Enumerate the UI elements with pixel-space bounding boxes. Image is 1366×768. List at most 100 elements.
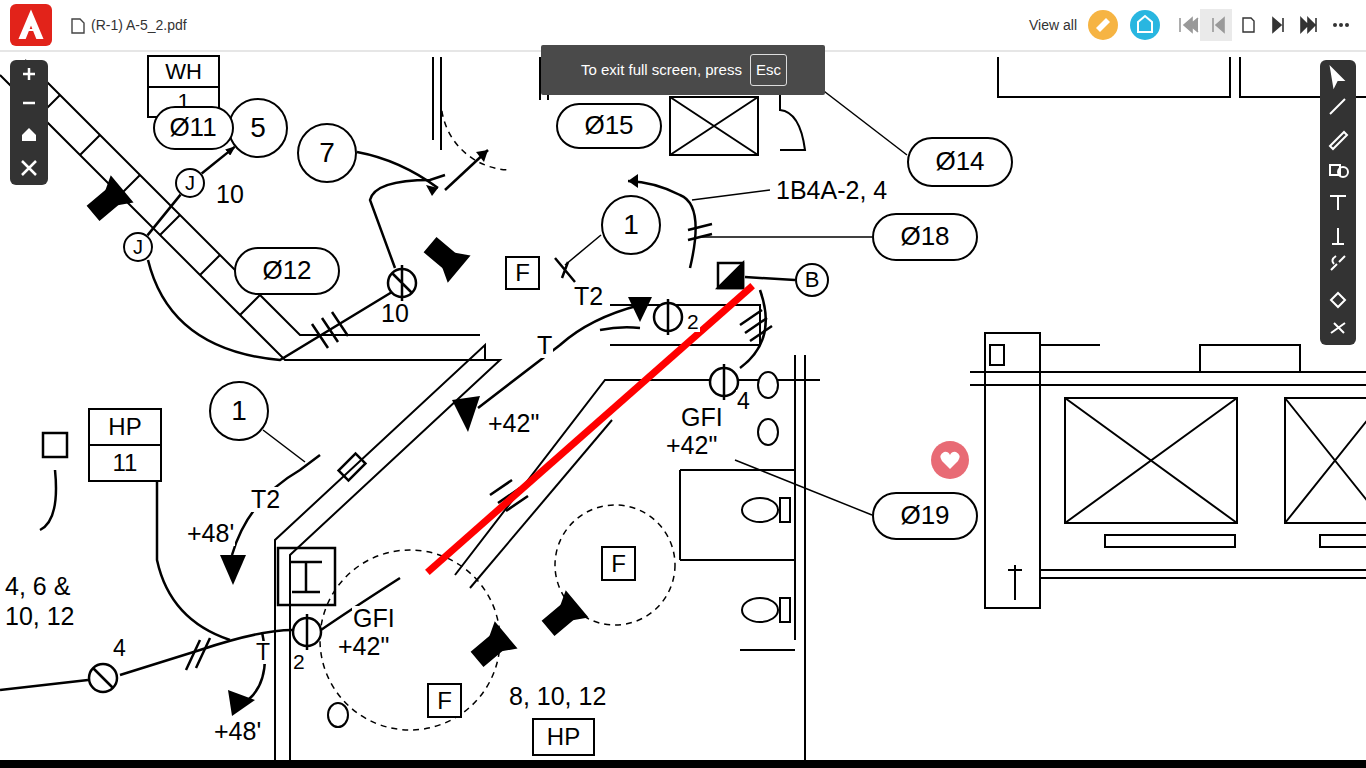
text-cell: 1: [211, 383, 267, 439]
node-text: Ø15: [584, 112, 633, 139]
camera-symbol: [84, 177, 132, 225]
device-symbol: [555, 258, 575, 282]
wall: [1285, 398, 1366, 523]
leader-line: [700, 236, 872, 238]
home-run-wire: [0, 150, 795, 700]
wall: [290, 360, 500, 768]
device-tag: GFI: [680, 405, 724, 430]
device-symbol: [278, 548, 335, 605]
circuit-number: 10: [380, 301, 410, 326]
device-tag: T2: [573, 284, 604, 309]
mounting-height: +48': [213, 719, 262, 744]
wall: [990, 345, 1004, 365]
arrowhead: [476, 150, 488, 162]
wall: [1065, 398, 1237, 523]
node-text: F: [611, 551, 626, 576]
toolbar-button: View all: [1028, 18, 1078, 32]
room-tag: Ø14: [907, 137, 1013, 187]
annotation-panel: [1332, 228, 1344, 244]
data-outlet-symbol: [228, 690, 255, 716]
plumbing-fixture: [742, 598, 778, 622]
text-cell: F: [603, 548, 634, 579]
room-tag: Ø11: [153, 106, 234, 150]
camera-symbol: [486, 623, 516, 655]
device-tag: T2: [250, 487, 281, 512]
device-symbol: [290, 562, 322, 592]
device-tag: T: [255, 641, 271, 664]
home-run-wire: [186, 638, 210, 670]
home-run-wire: [745, 277, 795, 280]
circuit-number: 2: [292, 651, 306, 672]
door-swing: [555, 505, 675, 625]
viewer-toolbar: [1273, 18, 1283, 32]
wall: [795, 355, 805, 768]
fire-device: F: [427, 683, 462, 718]
annotation-panel: [1330, 196, 1346, 210]
camera-symbol: [84, 177, 587, 671]
camera-symbol: [439, 248, 469, 280]
light-fixture: [723, 364, 726, 400]
wall: [1040, 570, 1366, 578]
home-run-wire: [0, 680, 88, 690]
wall: [470, 420, 612, 588]
node-text: Ø14: [935, 148, 984, 175]
wall: [610, 305, 760, 345]
arrowhead: [426, 185, 438, 196]
node-text: Ø18: [900, 223, 949, 250]
text-cell: Ø12: [236, 249, 338, 293]
node-text: J: [133, 237, 143, 258]
viewer-toolbar: [1243, 18, 1254, 32]
plumbing-fixture: [780, 598, 790, 622]
viewer-toolbar: [1345, 23, 1349, 27]
leader-line: [263, 65, 907, 515]
annotation-panel: [1320, 60, 1356, 345]
node-text: HP: [547, 724, 580, 749]
wall: [1008, 565, 1022, 600]
screen-edge: [0, 760, 1366, 768]
key-cap: Esc: [750, 54, 787, 86]
home-run-wire: [40, 470, 56, 530]
viewer-toolbar: [1301, 18, 1316, 32]
text-cell: F: [429, 685, 460, 716]
leader-line: [263, 430, 305, 462]
node-text: 5: [250, 113, 266, 142]
callout-number: 7: [297, 123, 357, 183]
wall: [970, 372, 1366, 385]
text-cell: F: [507, 258, 538, 288]
zoom-panel: [23, 102, 35, 105]
home-run-wire: [232, 455, 320, 555]
annotation-panel: [1331, 293, 1345, 307]
viewer-toolbar: [1333, 23, 1337, 27]
plumbing-fixture: [758, 372, 778, 398]
callout-number: 1: [209, 381, 269, 441]
text-cell: 1: [603, 197, 659, 253]
wall: [455, 380, 820, 575]
data-outlet-symbol: [628, 297, 652, 322]
viewer-toolbar: [1088, 10, 1118, 40]
node-text: 11: [113, 450, 138, 475]
node-text: Ø12: [262, 257, 311, 284]
wall: [680, 470, 795, 650]
node-text: Ø11: [169, 114, 216, 141]
mounting-height: +42": [487, 411, 540, 436]
viewer-toolbar: [10, 4, 52, 46]
camera-symbol: [421, 233, 469, 281]
mounting-height: +42": [337, 634, 390, 659]
mounting-height: +42": [665, 433, 718, 458]
wall: [985, 333, 1040, 608]
wall: [40, 95, 260, 315]
text-cell: Ø11: [155, 108, 232, 148]
viewer-toolbar: [0, 0, 1366, 50]
home-run-wire: [157, 470, 230, 640]
node-text: To exit full screen, press: [581, 62, 742, 78]
wire-connector: [147, 195, 180, 236]
viewer-toolbar: [1213, 18, 1224, 32]
viewer-toolbar: [72, 19, 84, 33]
device-tag: GFI: [352, 606, 396, 631]
node-text: F: [437, 688, 452, 713]
home-run-wire: [600, 327, 640, 330]
text-cell: J: [177, 170, 203, 196]
text-cell: 5: [230, 100, 286, 156]
fullscreen-toast: To exit full screen, press Esc: [541, 45, 825, 95]
